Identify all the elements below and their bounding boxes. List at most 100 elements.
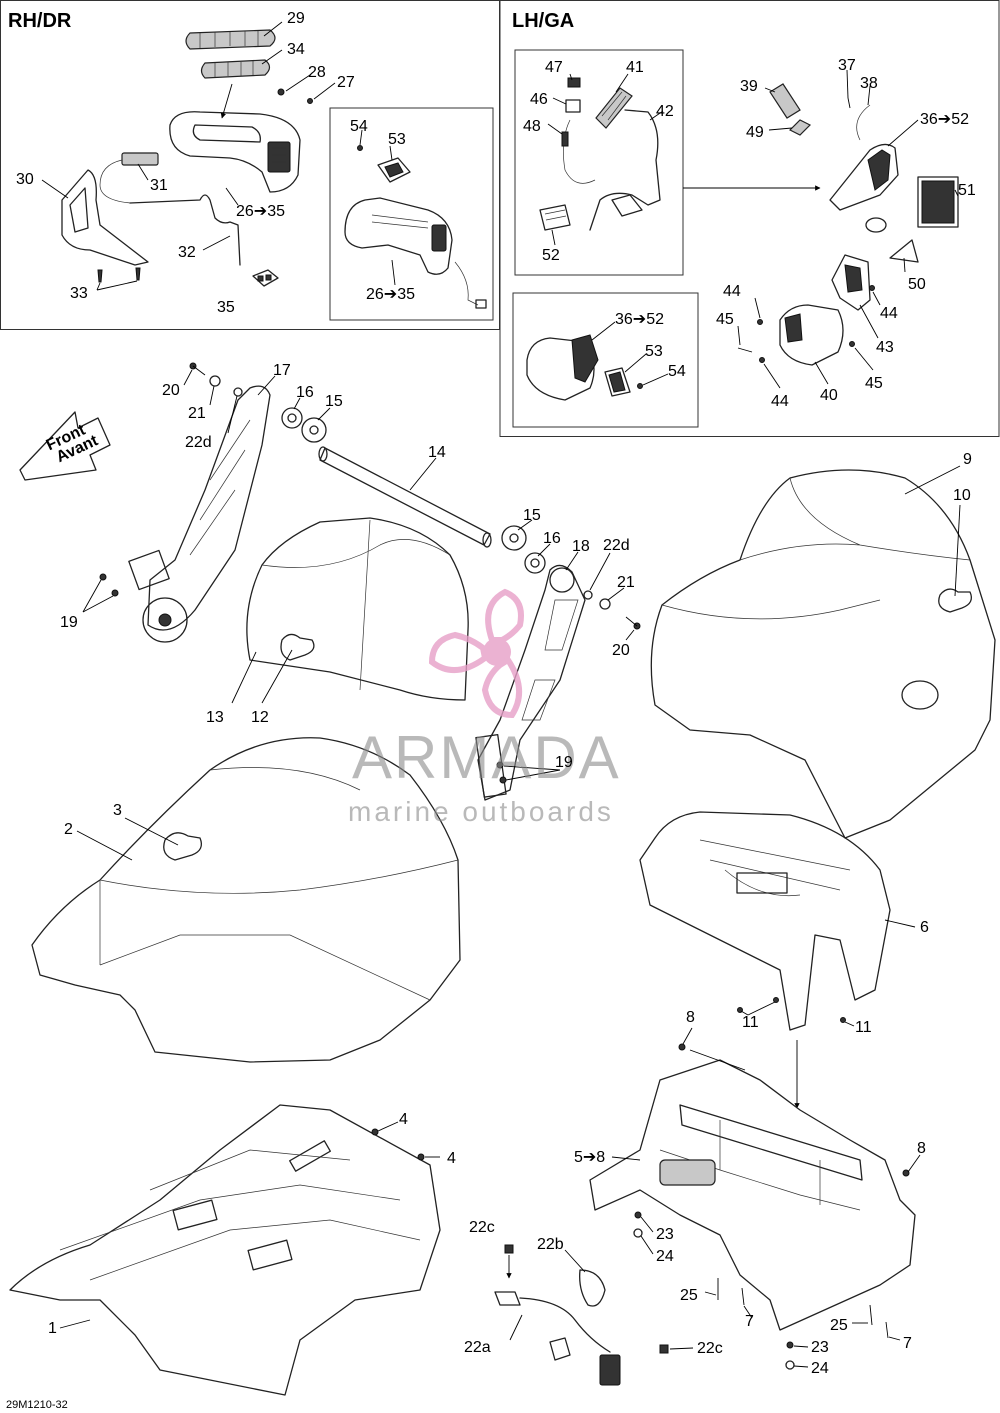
callout-38: 38	[860, 75, 878, 92]
washer-21-a	[209, 375, 221, 387]
wiring-harness-32	[129, 194, 241, 266]
washer-15-b	[501, 525, 527, 551]
relay-46	[565, 99, 581, 113]
screw-23-a	[634, 1211, 642, 1219]
callout-44-a: 44	[723, 283, 741, 300]
callout-22d-a: 22d	[185, 434, 212, 451]
heater-module-41	[595, 87, 633, 129]
front-direction-arrow: Front Avant	[19, 411, 111, 481]
bolt-19-b	[111, 589, 119, 597]
screw-44-a	[757, 319, 763, 325]
callout-21-b: 21	[617, 574, 635, 591]
callout-22c-a: 22c	[469, 1219, 495, 1236]
screw-33-a	[97, 269, 103, 283]
callout-19-b: 19	[555, 754, 573, 771]
callout-17: 17	[273, 362, 291, 379]
callout-45-a: 45	[716, 311, 734, 328]
lh-panel: LH/GA	[499, 0, 1000, 437]
callout-40: 40	[820, 387, 838, 404]
seat-cover-9	[650, 469, 996, 839]
callout-49: 49	[746, 124, 764, 141]
callout-50: 50	[908, 276, 926, 293]
callout-14: 14	[428, 444, 446, 461]
callout-31: 31	[150, 177, 168, 194]
lh-panel-title: LH/GA	[512, 10, 574, 32]
switch-cap	[865, 217, 887, 233]
screw-45-b	[849, 341, 855, 347]
seat-frame-5	[589, 1059, 916, 1331]
connector-47	[567, 77, 581, 88]
callout-35: 35	[217, 299, 235, 316]
rh-panel: RH/DR	[0, 0, 500, 330]
callout-30: 30	[16, 171, 34, 188]
watermark-logo: ARMADA marine outboards	[348, 588, 619, 827]
callout-3: 3	[113, 802, 122, 819]
strap-22b	[579, 1269, 606, 1307]
callout-12: 12	[251, 709, 269, 726]
fuse-48	[561, 131, 569, 147]
callout-21-a: 21	[188, 405, 206, 422]
callout-22d-b: 22d	[603, 537, 630, 554]
callout-6: 6	[920, 919, 929, 936]
callout-4-b: 4	[447, 1150, 456, 1167]
callout-27: 27	[337, 74, 355, 91]
nut-22d-a	[233, 387, 243, 397]
callout-24-b: 24	[811, 1360, 829, 1377]
callout-16-a: 16	[296, 384, 314, 401]
callout-52: 52	[542, 247, 560, 264]
callout-36-52-b: 36➔52	[615, 311, 664, 328]
rh-panel-title: RH/DR	[8, 10, 72, 32]
rh-panel-frame	[0, 0, 500, 330]
lh-inset-frame-bottom	[512, 292, 699, 428]
callout-42: 42	[656, 103, 674, 120]
bracket-wire-42	[589, 109, 661, 231]
callout-54-a: 54	[350, 118, 368, 135]
screw-54-a	[357, 145, 363, 151]
leader-lines	[41, 21, 961, 1368]
washer-15-a	[301, 417, 327, 443]
switch-53-b	[604, 367, 631, 397]
shaft-14	[318, 446, 492, 548]
throttle-housing-36	[829, 143, 899, 211]
propeller-icon	[428, 588, 524, 719]
callout-5-8: 5➔8	[574, 1149, 605, 1166]
callout-26-35-b: 26➔35	[366, 286, 415, 303]
screw-11-b	[773, 997, 779, 1003]
callout-15-b: 15	[523, 507, 541, 524]
callout-1: 1	[48, 1320, 57, 1337]
driver-seat-2	[31, 737, 461, 1063]
callout-44-c: 44	[771, 393, 789, 410]
callout-7-a: 7	[745, 1313, 754, 1330]
callout-22c-b: 22c	[697, 1340, 723, 1357]
screw-28	[277, 88, 285, 96]
connector-block	[611, 194, 643, 217]
bolt-25-b	[869, 1304, 873, 1326]
decal-10	[938, 588, 973, 613]
screw-54-b	[637, 383, 643, 389]
screw-45-a	[737, 347, 753, 353]
backrest-arm-17	[128, 385, 271, 643]
washer-21-b	[599, 598, 611, 610]
bracket-43	[831, 254, 871, 311]
callout-47: 47	[545, 59, 563, 76]
lh-inset-frame-top	[514, 49, 684, 276]
heating-element-31	[121, 152, 159, 166]
callout-labels: 29 34 28 27 30 31 26➔35 32 33 35 54 53 2…	[16, 10, 976, 1377]
grip-49	[788, 119, 812, 136]
bolt-19-a	[99, 573, 107, 581]
screw-44-b	[869, 285, 875, 291]
clip-22c-b	[659, 1344, 669, 1354]
callout-20-b: 20	[612, 642, 630, 659]
decal-3	[163, 832, 203, 861]
callout-24-a: 24	[656, 1248, 674, 1265]
callout-41: 41	[626, 59, 644, 76]
callout-32: 32	[178, 244, 196, 261]
cover-40	[779, 304, 844, 366]
callout-10: 10	[953, 487, 971, 504]
wire-38	[856, 104, 871, 141]
bushing-16-a	[281, 407, 303, 429]
backrest-arm-18	[475, 564, 586, 801]
watermark-tagline: marine outboards	[348, 796, 614, 827]
callout-11-a: 11	[742, 1014, 759, 1031]
screw-33-b	[135, 267, 141, 281]
